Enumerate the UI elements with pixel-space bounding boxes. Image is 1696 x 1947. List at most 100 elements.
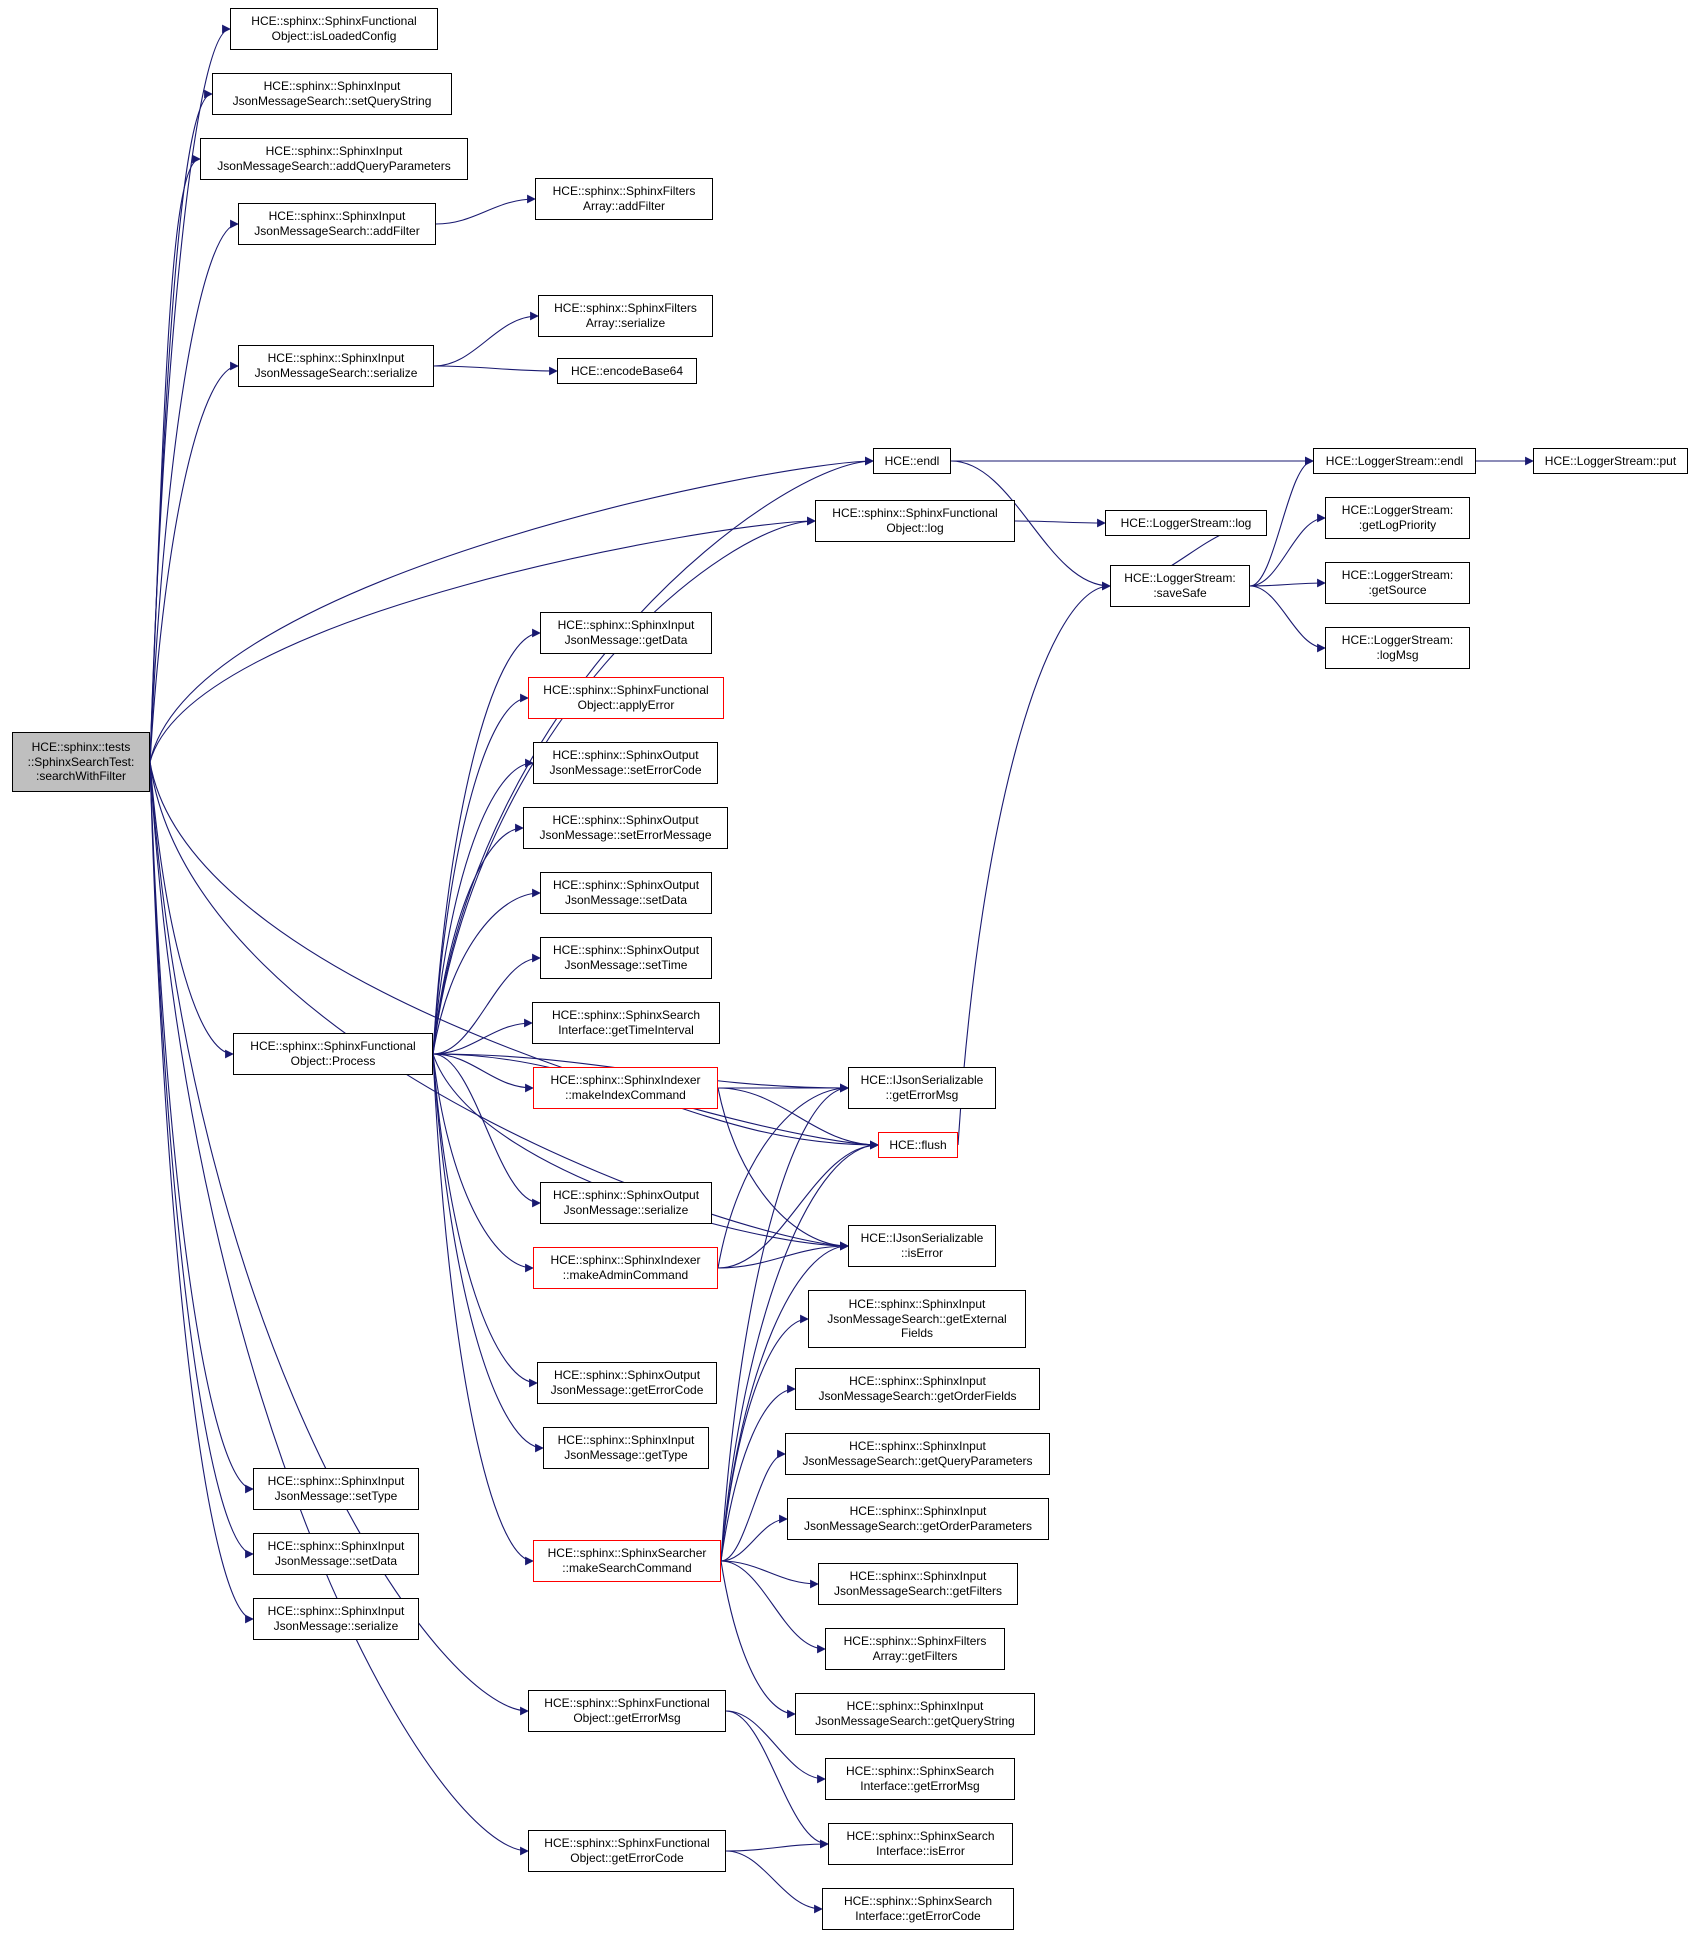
node-label-line: JsonMessageSearch::getOrderFields <box>818 1389 1017 1403</box>
node-label-line: Interface::getErrorMsg <box>860 1779 980 1793</box>
node-endl[interactable]: HCE::endl <box>873 448 951 474</box>
edge-process--jm-get-type <box>432 1053 544 1453</box>
node-label-line: HCE::IJsonSerializable <box>860 1073 984 1088</box>
node-label-line: Interface::isError <box>876 1844 965 1858</box>
node-ij-get-error-msg[interactable]: HCE::IJsonSerializable::getErrorMsg <box>848 1067 996 1109</box>
edge-process--sfo-log <box>432 516 816 1055</box>
node-label-line: :getLogPriority <box>1358 518 1437 532</box>
node-label-line: Object::log <box>886 521 944 535</box>
node-ls-log-msg[interactable]: HCE::LoggerStream::logMsg <box>1325 627 1470 669</box>
node-label-line: HCE::sphinx::SphinxIndexer <box>550 1073 701 1088</box>
node-flush[interactable]: HCE::flush <box>878 1132 958 1158</box>
node-ls-log[interactable]: HCE::LoggerStream::log <box>1105 510 1267 536</box>
node-label-line: JsonMessageSearch::getExternal <box>827 1311 1007 1326</box>
node-label-line: JsonMessageSearch::addFilter <box>254 224 420 238</box>
node-label-line: Interface::getTimeInterval <box>558 1023 694 1037</box>
node-label-line: Object::getErrorCode <box>570 1851 684 1865</box>
node-label-line: HCE::sphinx::SphinxInput <box>849 1439 986 1454</box>
edge-ls-save-safe--ls-get-log-priority <box>1249 513 1326 587</box>
node-make-search-command[interactable]: HCE::sphinx::SphinxSearcher::makeSearchC… <box>533 1540 721 1582</box>
node-label-line: JsonMessageSearch::getQueryString <box>815 1714 1015 1728</box>
edge-process--apply-error <box>432 693 529 1055</box>
node-label-line: HCE::flush <box>889 1137 947 1152</box>
edge-search-with-filter--jms-serialize <box>149 361 239 763</box>
node-label-line: HCE::LoggerStream::put <box>1544 453 1677 468</box>
node-label-line: HCE::sphinx::SphinxInput <box>267 351 405 366</box>
node-ij-is-error[interactable]: HCE::IJsonSerializable::isError <box>848 1225 996 1267</box>
node-label-line: JsonMessageSearch::getQueryParameters <box>802 1454 1033 1468</box>
node-label-line: JsonMessage::getType <box>564 1448 688 1462</box>
node-label-line: HCE::sphinx::SphinxSearch <box>845 1764 995 1779</box>
node-label-line: HCE::sphinx::SphinxFunctional <box>544 1696 710 1711</box>
node-label-line: HCE::LoggerStream: <box>1341 568 1454 583</box>
node-label-line: JsonMessageSearch::getOrderParameters <box>803 1519 1033 1533</box>
edge-make-search-command--flush <box>720 1140 879 1562</box>
edge-make-search-command--ij-get-error-msg <box>720 1083 849 1562</box>
node-label-line: HCE::sphinx::SphinxInput <box>849 1569 987 1584</box>
edge-search-with-filter--ij-is-error <box>149 761 849 1251</box>
node-label-line: HCE::sphinx::SphinxSearch <box>843 1894 993 1909</box>
node-label-line: JsonMessage::setData <box>564 893 688 907</box>
edge-jms-serialize--filters-serialize <box>433 311 539 367</box>
node-label-line: HCE::IJsonSerializable <box>860 1231 984 1246</box>
edge-make-search-command--filters-get-filters <box>720 1560 826 1654</box>
node-make-index-command[interactable]: HCE::sphinx::SphinxIndexer::makeIndexCom… <box>533 1067 718 1109</box>
node-label-line: JsonMessage::getData <box>564 633 688 647</box>
node-ls-save-safe[interactable]: HCE::LoggerStream::saveSafe <box>1110 565 1250 607</box>
node-label-line: :searchWithFilter <box>35 769 127 784</box>
node-search-with-filter[interactable]: HCE::sphinx::tests::SphinxSearchTest::se… <box>12 732 150 792</box>
node-ls-put[interactable]: HCE::LoggerStream::put <box>1533 448 1688 474</box>
node-ls-get-log-priority[interactable]: HCE::LoggerStream::getLogPriority <box>1325 497 1470 539</box>
node-encode-base64[interactable]: HCE::encodeBase64 <box>557 358 697 384</box>
edge-make-admin-command--flush <box>717 1140 879 1269</box>
node-make-admin-command[interactable]: HCE::sphinx::SphinxIndexer::makeAdminCom… <box>533 1247 718 1289</box>
node-label-line: HCE::sphinx::SphinxInput <box>267 1474 405 1489</box>
edge-ls-save-safe--ls-get-source <box>1249 578 1326 588</box>
node-label-line: HCE::sphinx::SphinxInput <box>848 1297 986 1312</box>
edge-jms-serialize--encode-base64 <box>433 365 558 376</box>
edge-process--out-get-error-code <box>432 1053 538 1388</box>
edge-make-admin-command--ij-is-error <box>717 1241 849 1269</box>
node-ls-endl[interactable]: HCE::LoggerStream::endl <box>1313 448 1476 474</box>
node-label-line: HCE::sphinx::SphinxOutput <box>553 1368 701 1383</box>
node-label-line: JsonMessageSearch::serialize <box>254 366 418 380</box>
node-ls-get-source[interactable]: HCE::LoggerStream::getSource <box>1325 562 1470 604</box>
node-label-line: HCE::sphinx::SphinxIndexer <box>550 1253 701 1268</box>
node-label-line: :saveSafe <box>1153 586 1207 600</box>
edge-search-with-filter--endl <box>149 456 874 763</box>
